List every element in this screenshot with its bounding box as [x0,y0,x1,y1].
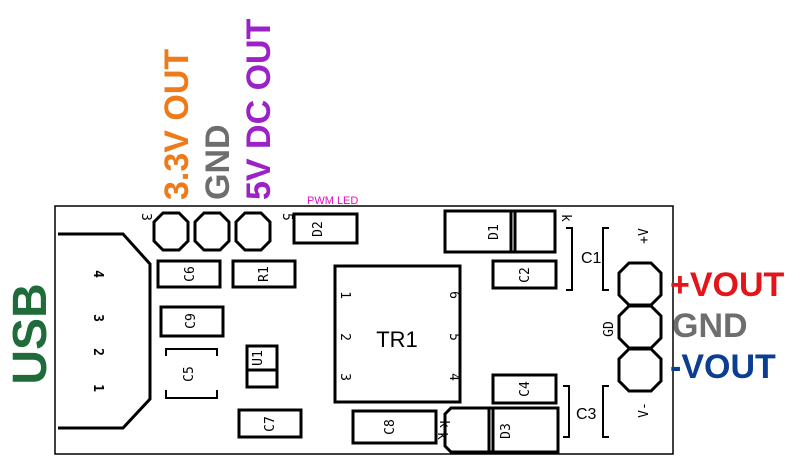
output-pin-neg [617,347,663,393]
tr1-pin-5: 5 [446,333,461,341]
c9-outline [159,305,225,338]
r1-label: R1 [257,266,272,282]
usb-pin-1: 1 [90,384,105,392]
c6-outline [156,259,222,289]
label-plus-v: +V [637,228,652,244]
c1-label: C1 [581,250,602,267]
tr1-pin-1: 1 [337,291,352,299]
label-pwm-led: PWM LED [307,195,358,207]
c8-outline [351,409,438,445]
usb-pin-2: 2 [90,348,105,356]
label-5v-dc-out: 5V DC OUT [240,18,278,200]
tr1-pin-3: 3 [337,373,352,381]
c9-label: C9 [184,313,199,329]
c8-cathode-mark: k [434,432,449,440]
tr1-pin-6: 6 [446,291,461,299]
d1-band [509,209,517,254]
d3-label: D3 [499,423,514,439]
tr1-pin-4: 4 [446,373,461,381]
d1-label: D1 [487,224,502,240]
u1-label: U1 [251,350,266,366]
c5-bracket [165,348,218,399]
r1-outline [231,259,297,289]
c4-label: C4 [518,381,533,397]
output-pin-pos [617,261,663,307]
label-vout-neg: -VOUT [670,348,776,386]
c1-bracket [566,227,609,291]
c3-label: C3 [576,406,597,423]
header-pin-1 [152,211,190,252]
d2-outline [292,212,359,245]
pin-3-marker: 3 [138,213,153,221]
d3-outline [443,406,560,454]
tr1-pin-2: 2 [337,333,352,341]
d1-cathode-mark: k [558,214,573,222]
tr1-outline [333,264,462,404]
label-vout-pos: +VOUT [670,266,785,304]
usb-pin-4: 4 [90,270,105,278]
c7-outline [237,408,303,439]
d2-label: D2 [311,221,326,237]
label-3v3-out: 3.3V OUT [158,49,196,200]
c7-label: C7 [263,416,278,432]
pin-5-marker: 5 [279,213,294,221]
c5-label: C5 [182,366,197,382]
d1-outline [443,209,557,254]
tr1-label: TR1 [376,327,418,352]
header-pin-2 [193,211,231,252]
c3-bracket [563,385,609,438]
c4-outline [491,373,558,405]
label-gnd-top: GND [199,124,237,200]
c2-outline [491,259,558,290]
header-pin-3 [234,211,272,252]
usb-label: USB [4,283,57,384]
d3-cathode-mark: k [436,420,451,428]
usb-pin-3: 3 [90,314,105,322]
c6-label: C6 [183,266,198,282]
d3-band [487,406,495,454]
label-gnd-right: GND [672,307,748,345]
c8-label: C8 [383,419,398,435]
label-minus-v: V- [637,402,652,418]
usb-connector [58,232,152,430]
board-outline [54,205,674,455]
u1-outline [245,344,279,389]
label-gd: GD [602,321,617,337]
c2-label: C2 [518,267,533,283]
output-pin-gnd [617,304,663,350]
